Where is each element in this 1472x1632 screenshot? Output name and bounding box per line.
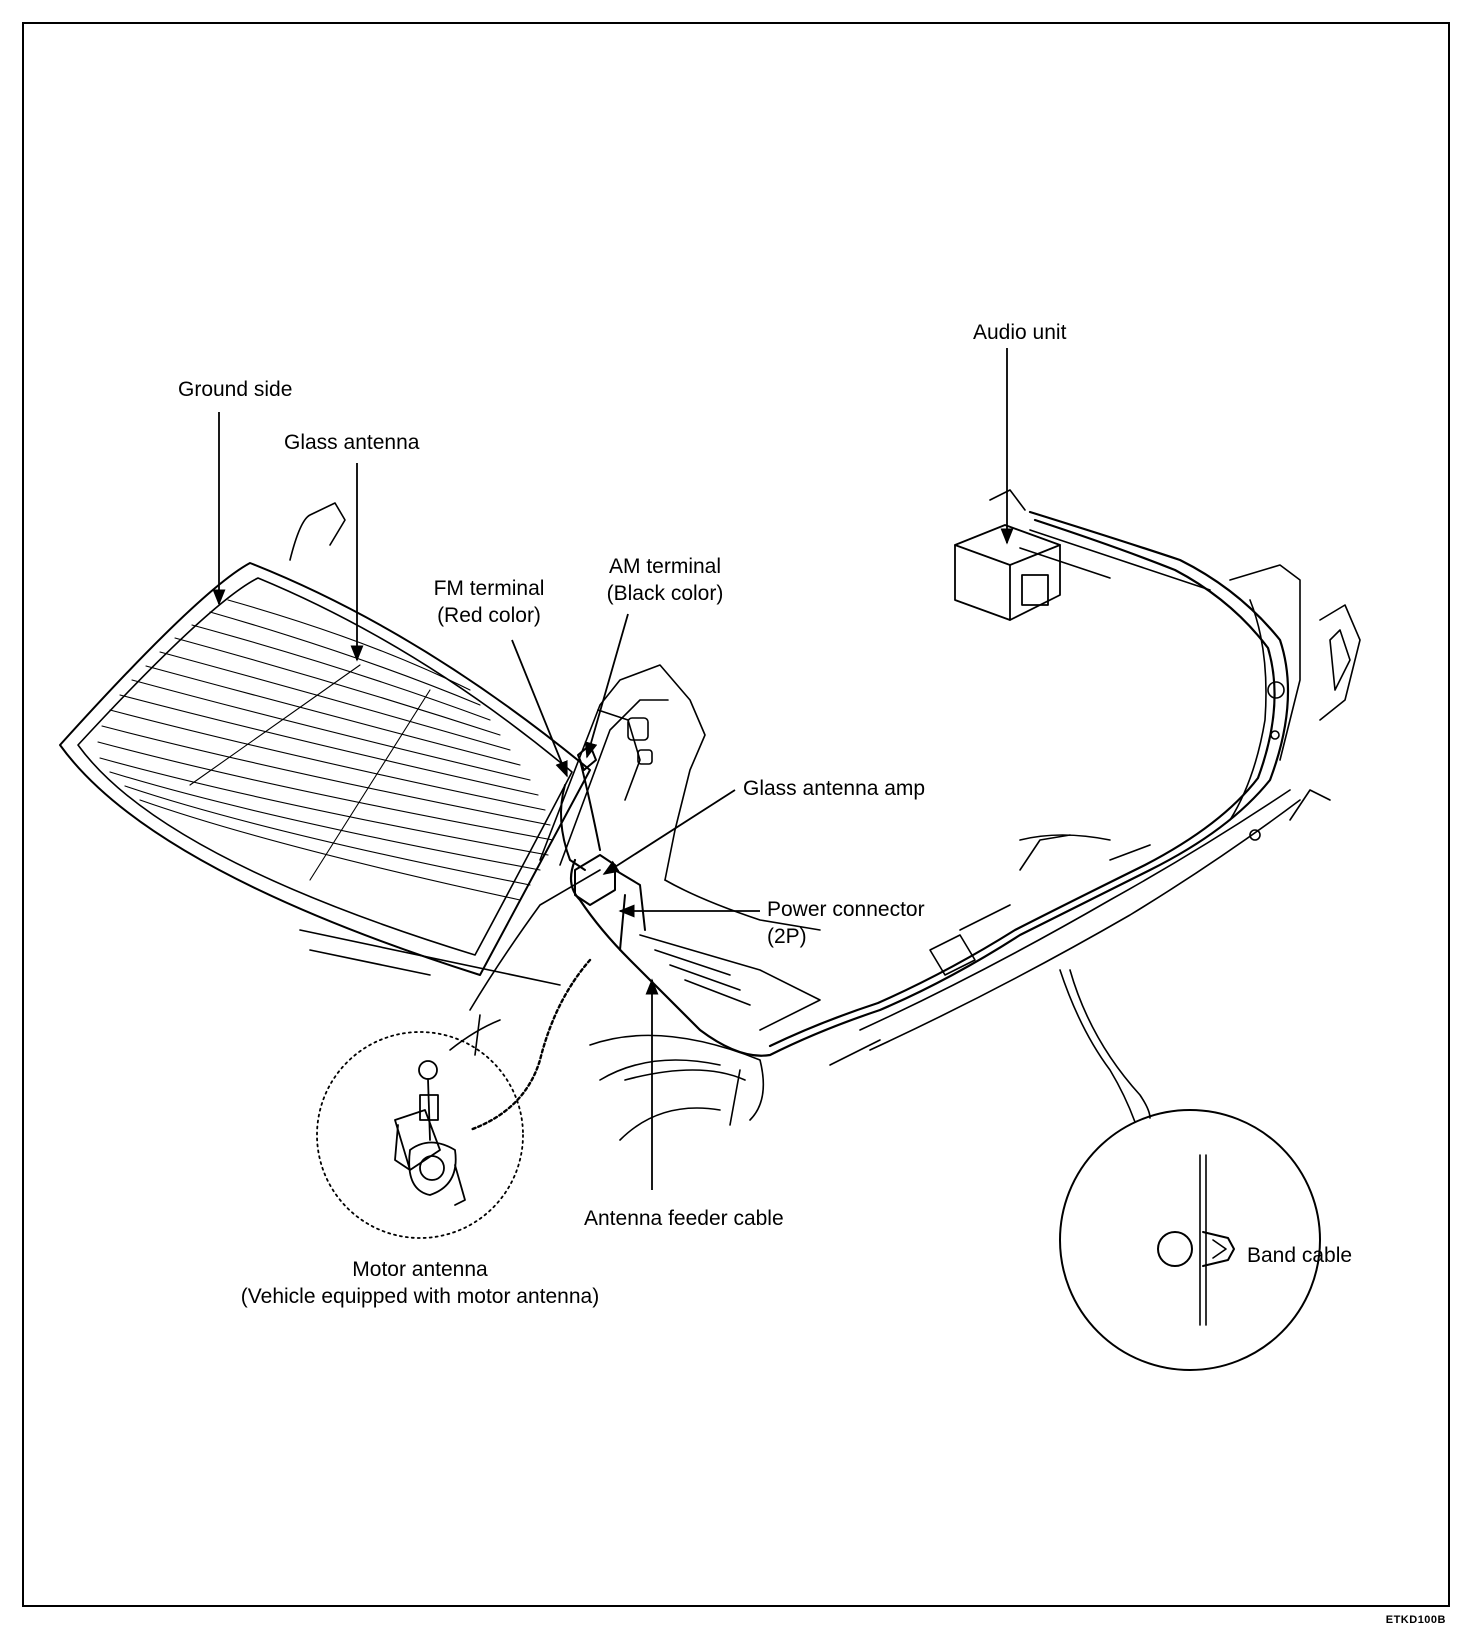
figure-code: ETKD100B xyxy=(1385,1614,1446,1626)
glass-antenna-grid xyxy=(97,599,554,901)
band-cable-label: Band cable xyxy=(1247,1244,1353,1267)
power-connector-name: Power connector xyxy=(767,898,925,921)
fm-terminal-color: (Red color) xyxy=(437,604,541,627)
glass-antenna-amp-box xyxy=(574,854,646,951)
motor-antenna-lead xyxy=(468,958,592,1132)
fm-terminal-name: FM terminal xyxy=(433,577,545,600)
antenna-feeder-cable-label: Antenna feeder cable xyxy=(584,1207,784,1230)
wheel-arch xyxy=(599,1059,721,1141)
motor-antenna-name: Motor antenna xyxy=(352,1258,488,1281)
rear-window-glass xyxy=(59,502,591,986)
motor-antenna-label: Motor antenna (Vehicle equipped with mot… xyxy=(200,1256,640,1310)
am-terminal-color: (Black color) xyxy=(606,582,724,605)
audio-unit-label: Audio unit xyxy=(973,321,1067,344)
am-terminal-name: AM terminal xyxy=(608,555,722,578)
band-cable-detail xyxy=(1059,969,1321,1371)
leader-lines xyxy=(212,348,1014,1190)
power-connector-pins: (2P) xyxy=(767,925,807,948)
motor-antenna-detail-circle xyxy=(316,1031,524,1239)
ground-side-label: Ground side xyxy=(178,378,293,401)
am-terminal-label: AM terminal (Black color) xyxy=(595,553,735,607)
antenna-feeder-cable-route xyxy=(569,510,1290,1057)
figure-frame xyxy=(22,22,1450,1607)
fm-terminal-label: FM terminal (Red color) xyxy=(424,575,554,629)
power-connector-label: Power connector (2P) xyxy=(767,896,925,950)
motor-antenna-assembly xyxy=(394,1060,466,1206)
glass-antenna-amp-label: Glass antenna amp xyxy=(743,777,926,800)
body-side-structure xyxy=(829,489,1361,1066)
motor-antenna-note: (Vehicle equipped with motor antenna) xyxy=(240,1285,600,1308)
audio-unit-box xyxy=(954,524,1061,621)
glass-antenna-label: Glass antenna xyxy=(284,431,420,454)
